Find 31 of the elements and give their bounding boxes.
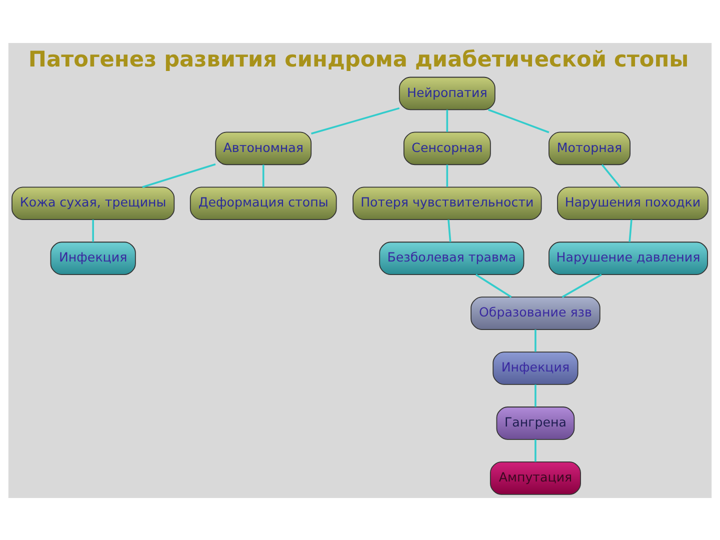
connector xyxy=(534,439,536,462)
connector xyxy=(448,219,452,242)
connector xyxy=(142,162,216,188)
connector xyxy=(601,164,621,188)
connector xyxy=(562,273,602,298)
connector xyxy=(92,219,94,242)
node-box: Кожа сухая, трещины xyxy=(12,186,175,220)
node-box: Нарушения походки xyxy=(557,186,708,220)
node-box: Инфекция xyxy=(50,241,136,274)
node-box: Гангрена xyxy=(496,406,575,440)
node-box: Моторная xyxy=(548,131,631,165)
node-box: Деформация стопы xyxy=(190,186,337,220)
node-box: Безболевая травма xyxy=(379,241,524,274)
connector xyxy=(262,164,264,186)
node-box: Образование язв xyxy=(470,296,600,330)
node-box: Нарушение давления xyxy=(548,241,708,274)
connector xyxy=(446,164,448,186)
connector xyxy=(475,273,512,298)
connector xyxy=(488,108,550,133)
node-box: Ампутация xyxy=(490,461,581,494)
connector xyxy=(534,384,536,406)
connector xyxy=(534,329,536,352)
node-box: Потеря чувствительности xyxy=(352,186,542,220)
node-box: Нейропатия xyxy=(398,76,496,110)
diagram-title: Патогенез развития синдрома диабетической стопы xyxy=(28,47,689,72)
node-box: Инфекция xyxy=(492,351,578,384)
node-box: Автономная xyxy=(215,131,312,165)
connector xyxy=(311,106,400,134)
connector xyxy=(446,109,448,132)
connector xyxy=(628,219,632,242)
node-box: Сенсорная xyxy=(403,131,491,165)
